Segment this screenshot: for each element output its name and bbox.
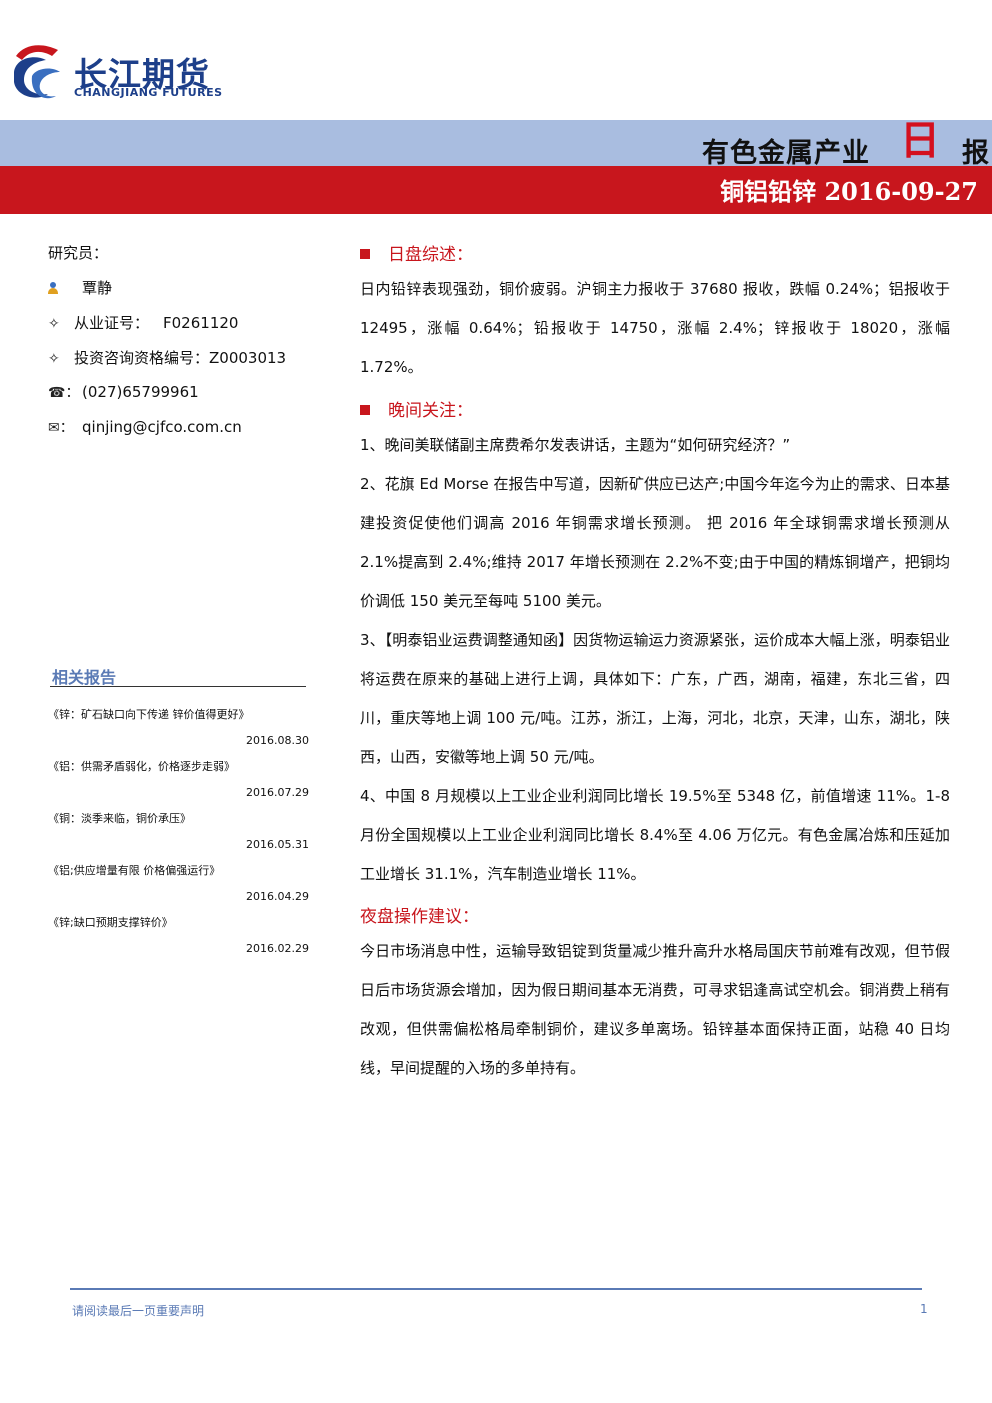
person-icon — [48, 282, 60, 294]
related-report-link[interactable]: 《锌：矿石缺口向下传递 锌价值得更好》 — [48, 708, 250, 721]
analyst-label: 研究员： — [48, 244, 109, 262]
license-value: Z0003013 — [209, 349, 287, 367]
analyst-name: 覃静 — [82, 279, 113, 297]
phone-icon: ☎： — [48, 385, 80, 401]
phone-row: ☎：(027)65799961 — [48, 382, 199, 402]
analyst-name-row: 覃静 — [48, 277, 112, 298]
related-report-date: 2016.05.31 — [246, 838, 309, 851]
license-row: ✧ 投资咨询资格编号：Z0003013 — [48, 347, 286, 368]
square-bullet-icon — [360, 405, 370, 415]
day-summary-heading: 日盘综述： — [360, 240, 473, 265]
related-report-date: 2016.07.29 — [246, 786, 309, 799]
cert-row: ✧ 从业证号： F0261120 — [48, 312, 238, 333]
email-row: ✉： qinjing@cjfco.com.cn — [48, 417, 242, 437]
evening-watch-heading: 晚间关注： — [360, 396, 473, 421]
title-band-blue — [0, 120, 992, 166]
related-report-link[interactable]: 《铜：淡季来临，铜价承压》 — [48, 812, 191, 825]
related-reports-divider — [50, 686, 306, 687]
logo-emblem-icon — [14, 45, 60, 99]
page-number: 1 — [920, 1302, 928, 1316]
diamond-bullet-icon: ✧ — [48, 316, 60, 332]
related-report-link[interactable]: 《锌;缺口预期支撑锌价》 — [48, 916, 173, 929]
cert-label: 从业证号： — [74, 314, 150, 332]
logo-english-name: CHANGJIANG FUTURES — [74, 86, 223, 99]
evening-item-1: 1、晚间美联储副主席费希尔发表讲话，主题为“如何研究经济？” — [360, 436, 791, 454]
license-label: 投资咨询资格编号： — [74, 349, 210, 367]
logo-chinese-name: 长江期货 — [74, 55, 210, 94]
night-advice-heading: 夜盘操作建议： — [360, 907, 479, 927]
report-daily-mark: 日 — [900, 118, 940, 164]
report-bao-char: 报 — [962, 138, 989, 169]
night-advice-text: 今日市场消息中性，运输导致铝锭到货量减少推升高升水格局国庆节前难有改观，但节假日… — [360, 942, 950, 1077]
diamond-bullet-icon: ✧ — [48, 351, 60, 367]
report-subtitle: 铜铝铅锌 2016-09-27 — [720, 177, 978, 206]
evening-item-4: 4、中国 8 月规模以上工业企业利润同比增长 19.5%至 5348 亿，前值增… — [360, 787, 950, 883]
subtitle-band-red — [0, 166, 992, 214]
email-icon: ✉： — [48, 420, 74, 436]
footer-divider — [70, 1288, 922, 1290]
phone-number: (027)65799961 — [82, 383, 199, 401]
related-report-date: 2016.08.30 — [246, 734, 309, 747]
email-address[interactable]: qinjing@cjfco.com.cn — [82, 418, 242, 436]
company-logo: 长江期货 CHANGJIANG FUTURES — [12, 40, 252, 106]
related-report-date: 2016.02.29 — [246, 942, 309, 955]
evening-item-2: 2、花旗 Ed Morse 在报告中写道，因新矿供应已达产;中国今年迄今为止的需… — [360, 475, 950, 610]
evening-item-3: 3、【明泰铝业运费调整通知函】因货物运输运力资源紧张，运价成本大幅上涨，明泰铝业… — [360, 631, 950, 766]
day-summary-text: 日内铅锌表现强劲，铜价疲弱。沪铜主力报收于 37680 报收，跌幅 0.24%；… — [360, 280, 950, 376]
footer-disclaimer: 请阅读最后一页重要声明 — [72, 1304, 205, 1318]
related-report-link[interactable]: 《铝;供应增量有限 价格偏强运行》 — [48, 864, 221, 877]
related-report-link[interactable]: 《铝：供需矛盾弱化，价格逐步走弱》 — [48, 760, 235, 773]
related-reports-title: 相关报告 — [52, 668, 117, 687]
related-report-date: 2016.04.29 — [246, 890, 309, 903]
report-category-title: 有色金属产业 — [702, 138, 870, 169]
square-bullet-icon — [360, 249, 370, 259]
cert-value: F0261120 — [163, 314, 239, 332]
